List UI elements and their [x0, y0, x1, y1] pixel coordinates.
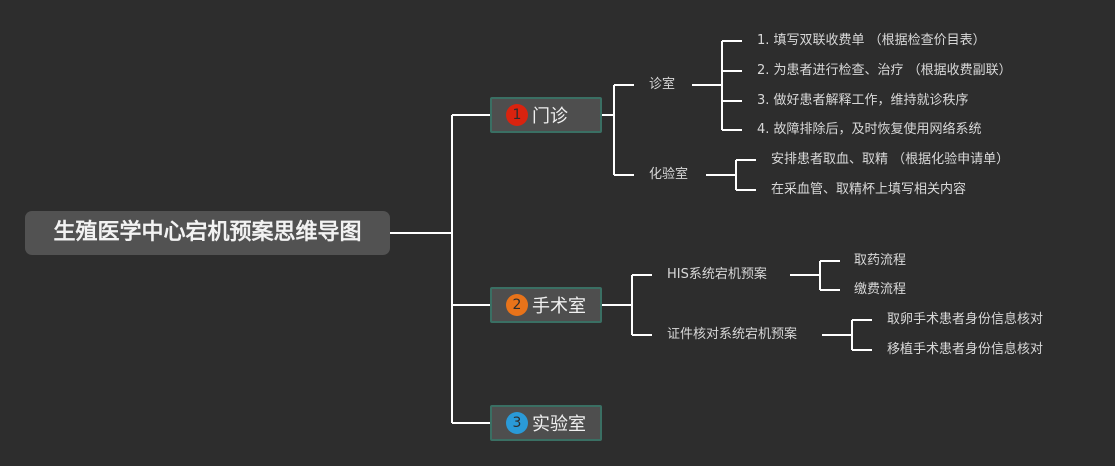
leaf-item[interactable]: 安排患者取血、取精 （根据化验申请单） — [771, 152, 1010, 167]
branch-title-2: 手术室 — [532, 296, 586, 317]
branch-number-badge-1: 1 — [506, 104, 528, 126]
branch-node-2[interactable]: 2 手术室 — [490, 287, 602, 323]
topic-label[interactable]: HIS系统宕机预案 — [667, 267, 767, 282]
branch-node-1[interactable]: 1 门诊 — [490, 97, 602, 133]
topic-label[interactable]: 化验室 — [649, 167, 689, 182]
leaf-item[interactable]: 在采血管、取精杯上填写相关内容 — [771, 182, 967, 197]
leaf-item[interactable]: 取卵手术患者身份信息核对 — [887, 312, 1044, 327]
topic-label[interactable]: 诊室 — [649, 77, 676, 92]
root-node[interactable]: 生殖医学中心宕机预案思维导图 — [25, 211, 390, 255]
branch-number-badge-2: 2 — [506, 294, 528, 316]
topic-label[interactable]: 证件核对系统宕机预案 — [667, 327, 798, 342]
leaf-item[interactable]: 2. 为患者进行检查、治疗 （根据收费副联） — [757, 63, 1012, 78]
branch-number-badge-3: 3 — [506, 412, 528, 434]
leaf-item[interactable]: 缴费流程 — [854, 282, 907, 297]
branch-title-3: 实验室 — [532, 414, 586, 435]
root-title: 生殖医学中心宕机预案思维导图 — [53, 220, 362, 245]
leaf-item[interactable]: 移植手术患者身份信息核对 — [887, 342, 1044, 357]
leaf-item[interactable]: 1. 填写双联收费单 （根据检查价目表） — [757, 33, 986, 48]
branch-title-1: 门诊 — [532, 106, 568, 127]
leaf-item[interactable]: 3. 做好患者解释工作，维持就诊秩序 — [757, 93, 969, 108]
leaf-item[interactable]: 4. 故障排除后，及时恢复使用网络系统 — [757, 122, 982, 137]
branch-node-3[interactable]: 3 实验室 — [490, 405, 602, 441]
leaf-item[interactable]: 取药流程 — [854, 253, 907, 268]
